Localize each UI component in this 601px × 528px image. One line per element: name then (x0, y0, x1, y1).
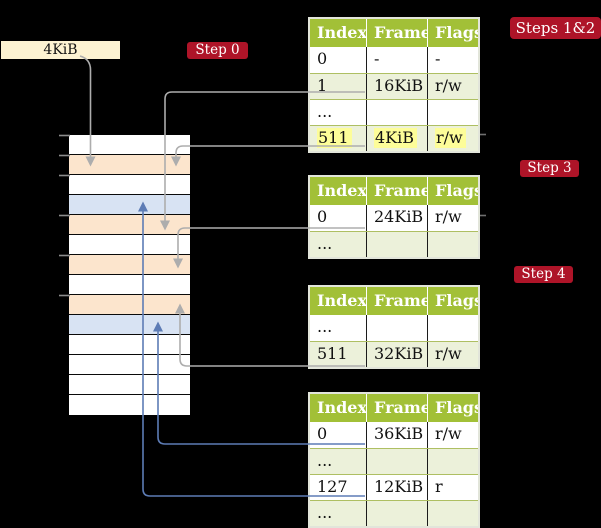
table-row: ... (310, 448, 478, 474)
table-cell: 0 (310, 205, 367, 231)
column-header-flags: Flags (435, 291, 478, 310)
memory-row-peach (69, 255, 190, 275)
memory-row-peach (69, 295, 190, 315)
table-cell: ... (310, 315, 367, 341)
table-cell: ... (310, 232, 367, 257)
table-cell (367, 315, 428, 341)
table-cell: 32KiB (367, 342, 428, 367)
table-row: 511 4KiB r/w (310, 125, 478, 151)
highlighted-value: r/w (435, 128, 466, 148)
table-cell: 511 (310, 126, 367, 151)
memory-row-blue (69, 195, 190, 215)
memory-row-white (69, 175, 190, 195)
table-cell (428, 232, 478, 257)
table-row: ... (310, 231, 478, 257)
memory-row-white (69, 335, 190, 355)
table-cell (428, 449, 478, 474)
memory-row-peach (69, 155, 190, 175)
column-header-frame: Frame (367, 19, 428, 47)
column-header-flags: Flags (435, 398, 478, 417)
table-cell: 16KiB (367, 74, 428, 99)
table-cell: - (367, 47, 428, 73)
table-cell: ... (310, 100, 367, 125)
memory-row-white (69, 395, 190, 415)
table-row: 0-- (310, 47, 478, 73)
table-cell (367, 501, 428, 526)
table-cell: r/w (435, 207, 462, 226)
table-cell: r/w (435, 344, 462, 363)
memory-row-white (69, 275, 190, 295)
memory-row-white (69, 235, 190, 255)
column-header-index: Index (310, 287, 367, 315)
frame-size-label: 4KiB (43, 42, 78, 58)
column-header-flags: Flags (435, 181, 478, 200)
memory-row-white (69, 355, 190, 375)
table-cell (367, 100, 428, 125)
table-cell: 1 (310, 74, 367, 99)
table-cell: r/w (435, 76, 462, 95)
physical-memory-column (69, 135, 190, 415)
table-cell: r/w (435, 424, 462, 443)
frame-size-box: 4KiB (1, 41, 120, 59)
column-header-frame: Frame (367, 177, 428, 205)
memory-row-white (69, 135, 190, 155)
column-header-index: Index (310, 19, 367, 47)
column-header-index: Index (310, 394, 367, 422)
table-row: ... (310, 500, 478, 526)
table-cell: 127 (310, 475, 367, 500)
table-cell: 24KiB (367, 205, 428, 231)
table-row: ... (310, 315, 478, 341)
table-cell: ... (310, 449, 367, 474)
table-cell: 0 (310, 422, 367, 448)
table-cell: 12KiB (367, 475, 428, 500)
table-cell: 36KiB (367, 422, 428, 448)
table-cell: - (435, 49, 441, 68)
table-cell (428, 100, 478, 125)
table-cell (367, 232, 428, 257)
memory-row-peach (69, 215, 190, 235)
memory-row-blue (69, 315, 190, 335)
highlighted-value: 4KiB (374, 128, 418, 148)
table-cell: r (435, 477, 443, 496)
badge-step-0: Step 0 (187, 42, 248, 59)
column-header-frame: Frame (367, 287, 428, 315)
column-header-frame: Frame (367, 394, 428, 422)
table-cell: r/w (428, 126, 478, 151)
table-cell (428, 501, 478, 526)
column-header-flags: Flags (435, 23, 478, 42)
table-cell: 511 (310, 342, 367, 367)
table-cell: 4KiB (367, 126, 428, 151)
memory-row-white (69, 375, 190, 395)
highlighted-value: 511 (317, 128, 352, 148)
table-cell (428, 315, 478, 341)
badge-steps-1-2: Steps 1&2 (510, 17, 601, 39)
table-cell: ... (310, 501, 367, 526)
badge-step-3: Step 3 (520, 160, 579, 177)
table-row: ... (310, 99, 478, 125)
column-header-index: Index (310, 177, 367, 205)
badge-step-4: Step 4 (514, 266, 573, 283)
table-cell: 0 (310, 47, 367, 73)
table-cell (367, 449, 428, 474)
